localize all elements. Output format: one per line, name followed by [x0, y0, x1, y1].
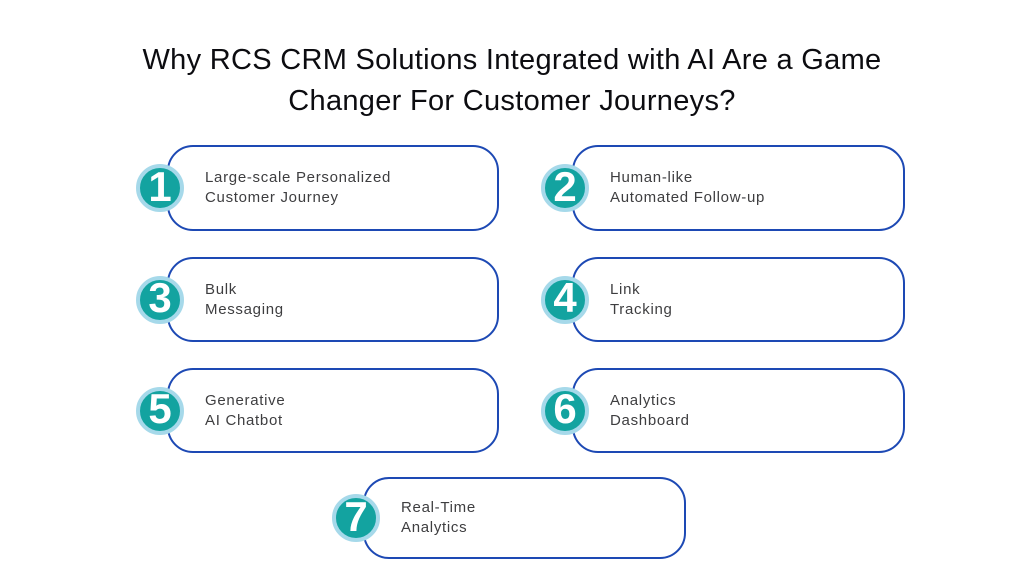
step-3-badge: 3 — [136, 274, 184, 324]
step-2-badge: 2 — [541, 164, 589, 212]
feature-1-label: Large-scale Personalized Customer Journe… — [205, 168, 391, 208]
feature-7-label-line2: Analytics — [401, 519, 468, 536]
step-1-number: 1 — [148, 162, 172, 210]
page-title: Why RCS CRM Solutions Integrated with AI… — [0, 40, 1024, 122]
step-3-number: 3 — [148, 274, 172, 321]
feature-3-label: Bulk Messaging — [205, 280, 284, 320]
page-title-line1: Why RCS CRM Solutions Integrated with AI… — [142, 44, 882, 76]
feature-card-6: 6 Analytics Dashboard — [541, 368, 905, 453]
feature-card-5: 5 Generative AI Chatbot — [136, 368, 499, 453]
step-5-number: 5 — [148, 385, 172, 432]
feature-2-label: Human-like Automated Follow-up — [610, 168, 765, 208]
step-6-number: 6 — [553, 385, 577, 432]
feature-5-label-line2: AI Chatbot — [205, 411, 283, 429]
step-4-number: 4 — [553, 274, 577, 321]
feature-3-label-line2: Messaging — [205, 300, 284, 318]
feature-card-1: 1 Large-scale Personalized Customer Jour… — [136, 145, 499, 231]
step-7-number: 7 — [344, 492, 368, 540]
step-1-badge: 1 — [136, 164, 184, 212]
feature-5-label-line1: Generative — [205, 391, 286, 409]
page-title-line2: Changer For Customer Journeys? — [288, 85, 736, 117]
feature-6-label-line1: Analytics — [610, 391, 677, 409]
feature-card-2: 2 Human-like Automated Follow-up — [541, 145, 905, 231]
step-5-badge: 5 — [136, 385, 184, 435]
feature-card-4: 4 Link Tracking — [541, 257, 905, 342]
feature-6-label-line2: Dashboard — [610, 411, 690, 429]
step-7-badge: 7 — [332, 494, 380, 542]
feature-3-label-line1: Bulk — [205, 280, 237, 298]
feature-1-label-line2: Customer Journey — [205, 189, 339, 206]
feature-7-label-line1: Real-Time — [401, 499, 476, 516]
feature-6-label: Analytics Dashboard — [610, 391, 690, 431]
feature-card-3: 3 Bulk Messaging — [136, 257, 499, 342]
feature-7-label: Real-Time Analytics — [401, 498, 476, 538]
feature-4-label-line2: Tracking — [610, 300, 673, 318]
step-4-badge: 4 — [541, 274, 589, 324]
feature-4-label: Link Tracking — [610, 280, 673, 320]
feature-5-label: Generative AI Chatbot — [205, 391, 285, 431]
feature-card-7: 7 Real-Time Analytics — [332, 477, 686, 559]
feature-2-label-line1: Human-like — [610, 169, 693, 186]
feature-1-label-line1: Large-scale Personalized — [205, 169, 392, 186]
step-6-badge: 6 — [541, 385, 589, 435]
feature-2-label-line2: Automated Follow-up — [610, 189, 766, 206]
feature-4-label-line1: Link — [610, 280, 641, 298]
step-2-number: 2 — [553, 162, 577, 210]
